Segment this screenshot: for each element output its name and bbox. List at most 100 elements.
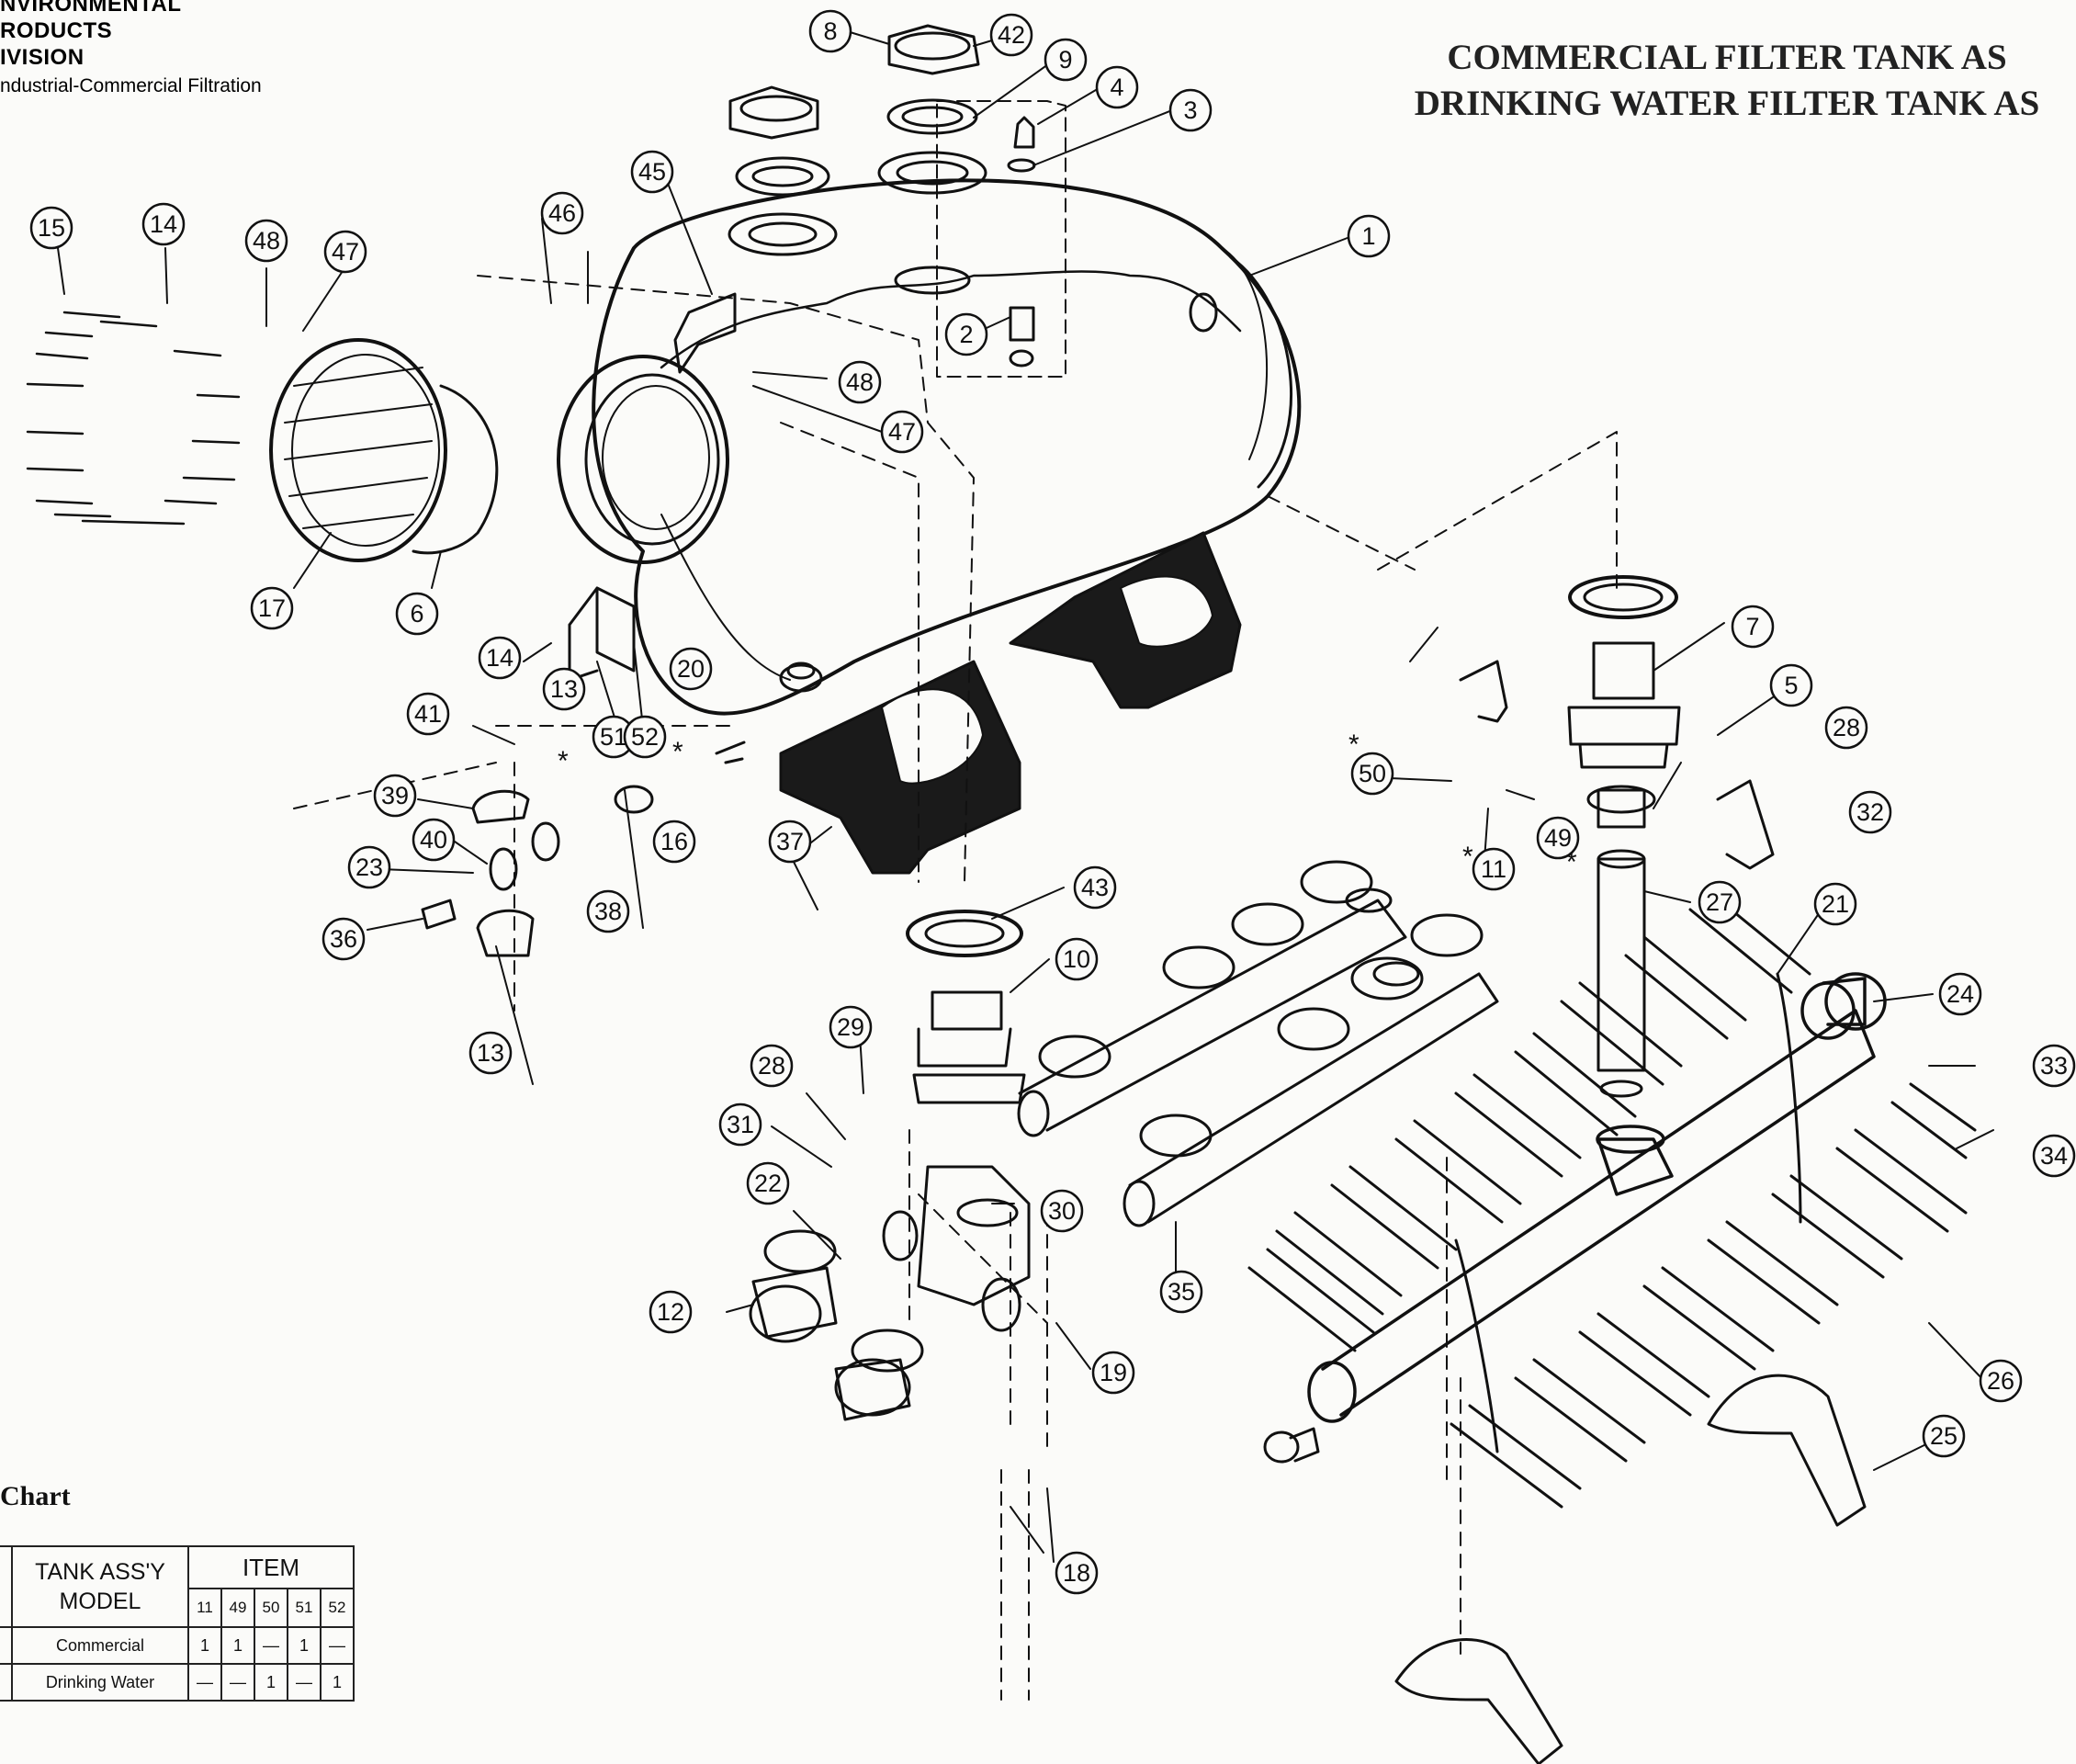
callout-label: 8 xyxy=(823,17,837,45)
callout-label: 26 xyxy=(1987,1367,2014,1395)
callout-circle xyxy=(768,820,812,864)
callout-circle xyxy=(652,820,696,864)
callout-label: 49 xyxy=(1544,824,1572,852)
header-line-2: RODUCTS xyxy=(0,18,113,43)
callout-c36: 36 xyxy=(322,917,366,961)
callout-circle xyxy=(586,889,630,933)
callout-label: 24 xyxy=(1946,980,1974,1008)
callout-label: 40 xyxy=(420,826,447,854)
callout-label: 50 xyxy=(1359,760,1386,787)
callout-circle xyxy=(880,410,924,454)
distributor-screens xyxy=(763,860,1484,1373)
callout-c39: 39 xyxy=(373,774,417,818)
callout-c52: 52 xyxy=(623,715,667,759)
callout-circle xyxy=(808,9,852,53)
callout-circle xyxy=(1769,663,1813,707)
chart-col-50: 50 xyxy=(254,1588,288,1628)
callout-circle xyxy=(347,845,391,889)
callout-c2: 2 xyxy=(944,312,988,356)
chart-cell: 1 xyxy=(320,1663,355,1702)
callout-circle xyxy=(630,150,674,194)
callout-c47b: 47 xyxy=(880,410,924,454)
callout-label: 10 xyxy=(1063,945,1090,973)
callout-label: 7 xyxy=(1745,613,1759,640)
callout-c9: 9 xyxy=(1044,38,1088,82)
callout-circle xyxy=(323,230,367,274)
callout-c22: 22 xyxy=(746,1161,790,1205)
callout-c41: 41 xyxy=(406,692,450,736)
threaded-rods xyxy=(1454,972,1802,1453)
chart-cell: — xyxy=(187,1663,222,1702)
callout-label: 13 xyxy=(477,1039,504,1067)
callout-c34: 34 xyxy=(2032,1134,2076,1178)
callout-c6: 6 xyxy=(395,592,439,636)
bracket-45 xyxy=(673,292,737,374)
callout-circle xyxy=(669,647,713,691)
callout-circle xyxy=(29,206,73,250)
callout-circle xyxy=(322,917,366,961)
chart-col-51: 51 xyxy=(287,1588,322,1628)
callout-c50: 50 xyxy=(1350,752,1394,796)
division-header: NVIRONMENTAL RODUCTS IVISION ndustrial-C… xyxy=(0,0,262,100)
callout-circle xyxy=(1055,1551,1099,1595)
manway-ring xyxy=(557,355,729,564)
callout-c17: 17 xyxy=(250,586,294,630)
callout-label: 29 xyxy=(837,1013,864,1041)
callout-label: 28 xyxy=(1833,714,1860,741)
tee-fitting-19 xyxy=(749,1165,1031,1421)
callout-label: 45 xyxy=(638,158,666,186)
callout-circle xyxy=(649,1290,693,1334)
chart-cell: 1 xyxy=(187,1626,222,1665)
callout-circle xyxy=(1168,88,1213,132)
callout-circle xyxy=(1055,937,1099,981)
callout-c10: 10 xyxy=(1055,937,1099,981)
callout-c27: 27 xyxy=(1698,880,1742,924)
callout-c18: 18 xyxy=(1055,1551,1099,1595)
callout-label: 17 xyxy=(258,594,286,622)
callout-label: 9 xyxy=(1058,46,1072,74)
callout-c24: 24 xyxy=(1938,972,1982,1016)
laterals-right xyxy=(1450,1082,1977,1509)
callout-circle xyxy=(542,667,586,711)
callout-c28b: 28 xyxy=(750,1044,794,1088)
model-chart-table: TANK ASS'Y MODEL ITEM 11 49 50 51 52 Com… xyxy=(0,1545,355,1702)
chart-row-model: Drinking Water xyxy=(11,1663,189,1702)
asterisk-mark: * xyxy=(1348,729,1360,760)
chart-cell: 1 xyxy=(254,1663,288,1702)
callout-circle xyxy=(478,636,522,680)
chart-col-49: 49 xyxy=(220,1588,255,1628)
callout-c49: 49 xyxy=(1536,816,1580,860)
callout-circle xyxy=(250,586,294,630)
callout-circle xyxy=(944,312,988,356)
callout-label: 32 xyxy=(1856,798,1884,826)
header-subtitle: ndustrial-Commercial Filtration xyxy=(0,75,262,96)
callout-label: 37 xyxy=(776,828,804,855)
callout-circle xyxy=(244,219,288,263)
callout-circle xyxy=(373,774,417,818)
callout-circle xyxy=(989,13,1033,57)
callout-c1: 1 xyxy=(1347,214,1391,258)
chart-blank-cell xyxy=(0,1663,13,1702)
callout-c46: 46 xyxy=(540,191,584,235)
callout-c25: 25 xyxy=(1922,1414,1966,1458)
chart-header-item: ITEM xyxy=(187,1545,355,1589)
callout-c30: 30 xyxy=(1040,1189,1084,1233)
callout-circle xyxy=(746,1161,790,1205)
callout-circle xyxy=(540,191,584,235)
callout-label: 35 xyxy=(1168,1278,1195,1306)
chart-cell: — xyxy=(254,1626,288,1665)
callout-label: 27 xyxy=(1706,888,1733,916)
callout-label: 48 xyxy=(253,227,280,254)
callout-c40: 40 xyxy=(412,818,456,862)
callout-label: 25 xyxy=(1930,1422,1958,1450)
callout-circle xyxy=(1350,752,1394,796)
callout-circle xyxy=(1095,65,1139,109)
callout-circle xyxy=(1848,790,1892,834)
callout-circle xyxy=(468,1031,513,1075)
chart-col-52: 52 xyxy=(320,1588,355,1628)
callout-circle xyxy=(141,202,186,246)
callout-c13b: 13 xyxy=(468,1031,513,1075)
callout-c32: 32 xyxy=(1848,790,1892,834)
callout-c14b: 14 xyxy=(478,636,522,680)
